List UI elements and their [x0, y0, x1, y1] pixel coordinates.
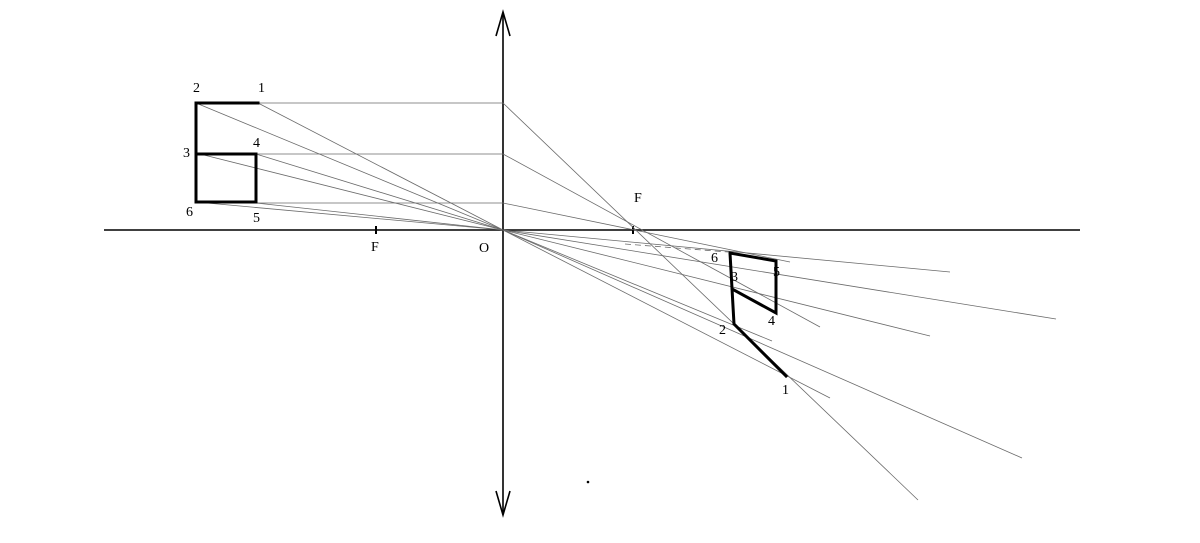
ray-central-1b	[502, 229, 831, 399]
ray-central-6a	[195, 201, 504, 231]
ray-refracted-4	[502, 153, 821, 328]
stray-dot	[586, 480, 590, 484]
label-image-1: 1	[782, 383, 789, 398]
ray-central-3a	[195, 152, 504, 231]
ray-central-5b	[502, 229, 1057, 320]
ray-central-2b	[502, 229, 1023, 459]
ray-central-4b	[502, 229, 931, 337]
label-focus-left: F	[371, 240, 379, 255]
label-object-2: 2	[193, 81, 200, 96]
label-object-1: 1	[258, 81, 265, 96]
image-shape	[728, 251, 789, 379]
ray-central-5a	[255, 202, 504, 231]
ray-dashed-extension	[624, 243, 729, 253]
object-shape	[194, 101, 260, 204]
ray-central-4a	[255, 153, 504, 231]
converging-lens	[495, 9, 511, 518]
label-object-5: 5	[253, 211, 260, 226]
ray-central-3b	[502, 229, 773, 342]
ray-central-1a	[257, 102, 504, 231]
label-object-6: 6	[186, 205, 193, 220]
label-object-3: 3	[183, 146, 190, 161]
label-image-2: 2	[719, 323, 726, 338]
label-image-6: 6	[711, 251, 718, 266]
label-focus-right: F	[634, 191, 642, 206]
label-image-5: 5	[773, 265, 780, 280]
image-outline	[728, 251, 789, 379]
label-object-4: 4	[253, 136, 260, 151]
label-image-3: 3	[731, 270, 738, 285]
label-image-4: 4	[768, 314, 775, 329]
object-outline	[194, 101, 260, 204]
light-rays	[195, 102, 1057, 501]
lens-top-arrow-icon	[495, 9, 511, 37]
lens-bottom-arrow-icon	[495, 490, 511, 518]
label-lens-center: O	[479, 241, 489, 256]
ray-central-2a	[195, 102, 504, 231]
ray-central-6b	[502, 229, 951, 273]
ray-refracted-1	[502, 102, 919, 501]
